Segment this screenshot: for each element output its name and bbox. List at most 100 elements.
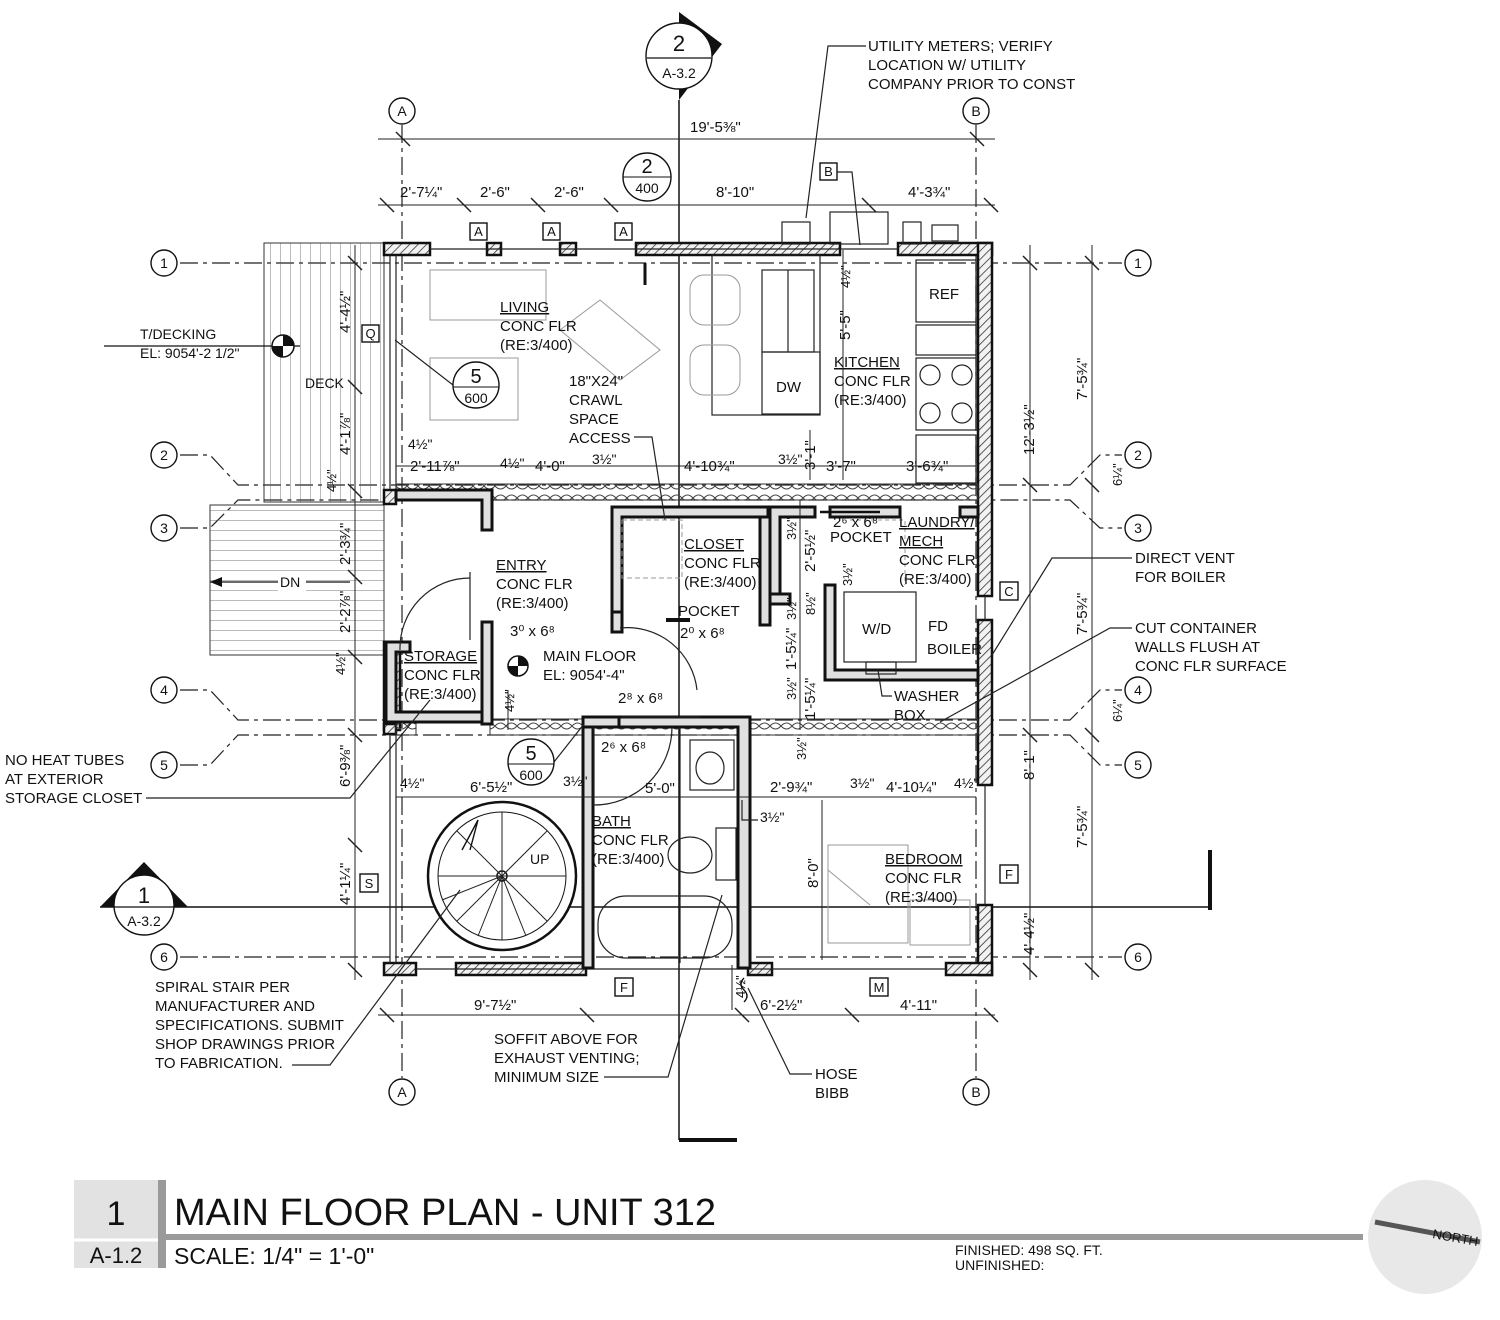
svg-text:CONC FLR: CONC FLR bbox=[496, 576, 573, 593]
svg-text:T/DECKING: T/DECKING bbox=[140, 326, 216, 342]
room-closet: CLOSET CONC FLR (RE:3/400) bbox=[684, 536, 761, 591]
note-direct-vent: DIRECT VENT FOR BOILER bbox=[991, 550, 1235, 656]
svg-text:SHOP DRAWINGS PRIOR: SHOP DRAWINGS PRIOR bbox=[155, 1036, 335, 1053]
svg-text:CONC FLR: CONC FLR bbox=[500, 318, 577, 335]
svg-text:DW: DW bbox=[776, 379, 802, 396]
room-laundry: LAUNDRY/ MECH CONC FLR (RE:3/400) bbox=[899, 514, 976, 588]
svg-text:WASHER: WASHER bbox=[894, 688, 959, 705]
svg-text:600: 600 bbox=[464, 390, 488, 406]
svg-text:AT EXTERIOR: AT EXTERIOR bbox=[5, 771, 104, 788]
svg-text:ENTRY: ENTRY bbox=[496, 557, 547, 574]
svg-text:6'-5½": 6'-5½" bbox=[470, 779, 512, 796]
svg-text:(RE:3/400): (RE:3/400) bbox=[885, 889, 958, 906]
drawing-scale: SCALE: 1/4" = 1'-0" bbox=[174, 1243, 374, 1269]
svg-text:A-3.2: A-3.2 bbox=[127, 913, 161, 929]
svg-text:8½": 8½" bbox=[803, 592, 818, 615]
svg-text:M: M bbox=[874, 980, 885, 995]
bedroom-furniture bbox=[827, 844, 971, 946]
crawl-space-label: 18"X24" CRAWL SPACE ACCESS bbox=[569, 373, 683, 579]
svg-text:4½": 4½" bbox=[838, 265, 853, 288]
svg-text:Q: Q bbox=[365, 326, 375, 341]
svg-text:LOCATION W/ UTILITY: LOCATION W/ UTILITY bbox=[868, 57, 1026, 74]
grid-bubble-3-left: 3 bbox=[150, 514, 178, 542]
svg-text:2'-9¾": 2'-9¾" bbox=[770, 779, 812, 796]
grid-bubble-2-right: 2 bbox=[1124, 441, 1152, 469]
svg-text:600: 600 bbox=[519, 767, 543, 783]
svg-text:CONC FLR: CONC FLR bbox=[684, 555, 761, 572]
drawing-number: 1 bbox=[107, 1195, 126, 1233]
svg-text:(RE:3/400): (RE:3/400) bbox=[834, 392, 907, 409]
svg-text:4'-1¼": 4'-1¼" bbox=[337, 863, 354, 905]
svg-text:REF: REF bbox=[929, 286, 959, 303]
svg-text:MECH: MECH bbox=[899, 533, 943, 550]
svg-text:CUT CONTAINER: CUT CONTAINER bbox=[1135, 620, 1257, 637]
svg-text:POCKET: POCKET bbox=[678, 603, 740, 620]
unfinished-area: UNFINISHED: bbox=[955, 1257, 1044, 1273]
svg-text:C: C bbox=[1004, 584, 1013, 599]
svg-text:3½": 3½" bbox=[850, 775, 874, 791]
tag-f2: F bbox=[614, 977, 634, 997]
svg-text:5: 5 bbox=[1134, 757, 1142, 773]
grid-bubble-6-left: 6 bbox=[150, 943, 178, 971]
grid-bubble-2-left: 2 bbox=[150, 441, 178, 469]
svg-text:3½": 3½" bbox=[840, 563, 855, 586]
grid-bubble-5-right: 5 bbox=[1124, 751, 1152, 779]
svg-text:EL: 9054'-4": EL: 9054'-4" bbox=[543, 667, 625, 684]
svg-text:SPIRAL STAIR PER: SPIRAL STAIR PER bbox=[155, 979, 290, 996]
note-cut-container: CUT CONTAINER WALLS FLUSH AT CONC FLR SU… bbox=[939, 620, 1287, 723]
svg-text:CONC FLR SURFACE: CONC FLR SURFACE bbox=[1135, 658, 1287, 675]
svg-text:2⁰ x 6⁸: 2⁰ x 6⁸ bbox=[680, 625, 725, 642]
svg-text:1: 1 bbox=[160, 255, 168, 271]
svg-text:8'-10": 8'-10" bbox=[716, 184, 754, 201]
title-block: 1 A-1.2 MAIN FLOOR PLAN - UNIT 312 SCALE… bbox=[74, 1180, 1363, 1273]
svg-text:(RE:3/400): (RE:3/400) bbox=[496, 595, 569, 612]
svg-text:A: A bbox=[547, 224, 556, 239]
svg-text:MANUFACTURER AND: MANUFACTURER AND bbox=[155, 998, 315, 1015]
svg-text:CONC FLR: CONC FLR bbox=[834, 373, 911, 390]
svg-text:FOR BOILER: FOR BOILER bbox=[1135, 569, 1226, 586]
svg-text:WALLS FLUSH AT: WALLS FLUSH AT bbox=[1135, 639, 1260, 656]
svg-text:3½": 3½" bbox=[794, 737, 809, 760]
svg-text:A: A bbox=[397, 1084, 407, 1100]
drawing-title: MAIN FLOOR PLAN - UNIT 312 bbox=[174, 1192, 716, 1234]
svg-text:BIBB: BIBB bbox=[815, 1085, 849, 1102]
svg-text:(RE:3/400): (RE:3/400) bbox=[684, 574, 757, 591]
svg-text:(RE:3/400): (RE:3/400) bbox=[500, 337, 573, 354]
svg-text:CONC FLR: CONC FLR bbox=[885, 870, 962, 887]
svg-text:4½": 4½" bbox=[400, 775, 424, 791]
svg-text:F: F bbox=[620, 980, 628, 995]
svg-text:3½": 3½" bbox=[760, 809, 784, 825]
svg-text:4'-10¼": 4'-10¼" bbox=[886, 779, 937, 796]
svg-text:UTILITY METERS; VERIFY: UTILITY METERS; VERIFY bbox=[868, 38, 1053, 55]
svg-text:8'-0": 8'-0" bbox=[805, 858, 822, 888]
svg-text:4'-4½": 4'-4½" bbox=[337, 291, 354, 333]
svg-text:4½": 4½" bbox=[733, 975, 748, 998]
tag-c: C bbox=[999, 581, 1019, 601]
grid-bubble-3-right: 3 bbox=[1124, 514, 1152, 542]
svg-text:SOFFIT ABOVE FOR: SOFFIT ABOVE FOR bbox=[494, 1031, 638, 1048]
svg-text:3⁰ x 6⁸: 3⁰ x 6⁸ bbox=[510, 623, 555, 640]
svg-text:W/D: W/D bbox=[862, 621, 891, 638]
svg-text:6'-9⅜": 6'-9⅜" bbox=[337, 745, 354, 787]
finished-area: FINISHED: 498 SQ. FT. bbox=[955, 1242, 1103, 1258]
room-bedroom: BEDROOM CONC FLR (RE:3/400) bbox=[885, 851, 963, 906]
svg-text:7'-5¾": 7'-5¾" bbox=[1074, 593, 1091, 635]
svg-text:STORAGE: STORAGE bbox=[404, 648, 477, 665]
svg-text:B: B bbox=[971, 1084, 980, 1100]
svg-text:LAUNDRY/: LAUNDRY/ bbox=[899, 514, 975, 531]
tag-m: M bbox=[869, 977, 889, 997]
svg-text:CONC FLR: CONC FLR bbox=[899, 552, 976, 569]
svg-text:8'-1": 8'-1" bbox=[1021, 750, 1038, 780]
dimension-lines bbox=[347, 131, 1100, 1023]
svg-text:4: 4 bbox=[1134, 682, 1142, 698]
svg-text:4½": 4½" bbox=[333, 652, 348, 675]
svg-text:3'-1": 3'-1" bbox=[802, 440, 819, 470]
detail-marker-5-600-living: 5 600 bbox=[394, 339, 500, 409]
svg-text:1'-5¼": 1'-5¼" bbox=[802, 678, 819, 720]
grid-bubble-b-bottom: B bbox=[962, 1078, 990, 1106]
svg-text:5: 5 bbox=[525, 743, 536, 765]
room-entry: ENTRY CONC FLR (RE:3/400) bbox=[496, 557, 573, 612]
note-hose-bibb: HOSE BIBB bbox=[740, 977, 858, 1102]
svg-text:12'-3½": 12'-3½" bbox=[1021, 404, 1038, 455]
